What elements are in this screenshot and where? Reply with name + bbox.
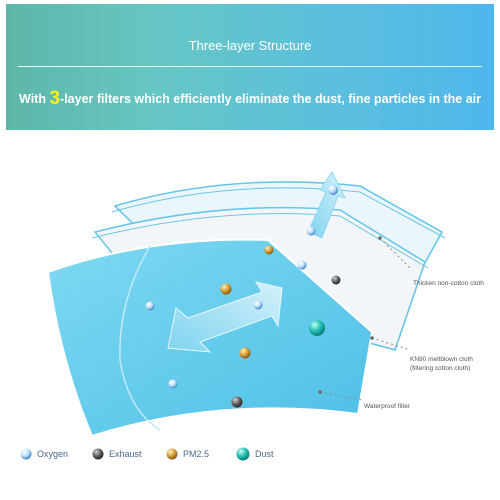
exhaust-particle-2 [231, 396, 243, 408]
label-filtering-cloth: (filtering cotton cloth) [410, 365, 470, 372]
legend: Oxygen Exhaust PM2.5 Dust [0, 444, 500, 466]
banner-divider [18, 66, 482, 67]
legend-item-pm25: PM2.5 [166, 444, 209, 464]
legend-item-oxygen: Oxygen [20, 444, 68, 464]
legend-label-oxygen: Oxygen [37, 449, 69, 459]
pm25-particle-2 [220, 283, 232, 295]
pm25-particle-3 [239, 347, 251, 359]
legend-label-exhaust: Exhaust [109, 449, 142, 459]
oxygen-particle-4 [145, 301, 155, 311]
front-layer-fold [119, 245, 161, 431]
dust-icon [236, 447, 250, 461]
oxygen-particle-5 [253, 300, 263, 310]
label-meltblown-cloth: KN90 meltblown cloth [410, 356, 473, 363]
oxygen-particle-6 [168, 379, 178, 389]
oxygen-particle-3 [297, 260, 307, 270]
three-layer-diagram: Thicken non-cotton cloth KN90 meltblown … [46, 171, 484, 438]
exhaust-icon [92, 448, 104, 460]
oxygen-particle-2 [306, 226, 316, 236]
legend-item-dust: Dust [236, 444, 274, 464]
dust-particle-1 [309, 320, 325, 336]
subtitle-highlight-number: 3 [49, 88, 61, 109]
legend-label-pm25: PM2.5 [183, 449, 210, 459]
oxygen-particle-1 [328, 185, 338, 195]
leader-line-3 [319, 391, 363, 401]
pm25-particle-1 [264, 245, 274, 255]
subtitle-rest: -layer filters which efficiently elimina… [60, 92, 481, 106]
banner-title: Three-layer Structure [188, 38, 312, 53]
subtitle-prefix: With [19, 92, 50, 106]
label-waterproof-filter: Waterproof fliter [364, 403, 411, 410]
incoming-arrow [167, 281, 283, 353]
legend-item-exhaust: Exhaust [92, 444, 142, 464]
label-thicken-cloth: Thicken non-cotton cloth [413, 280, 484, 287]
leader-line-2 [371, 337, 411, 351]
legend-label-dust: Dust [255, 449, 274, 459]
exhaust-particle-1 [331, 275, 341, 285]
banner-subtitle: With 3-layer filters which efficiently e… [6, 88, 494, 110]
oxygen-icon [20, 448, 32, 460]
pm25-icon [166, 448, 178, 460]
header-banner: Three-layer Structure With 3-layer filte… [6, 4, 494, 130]
